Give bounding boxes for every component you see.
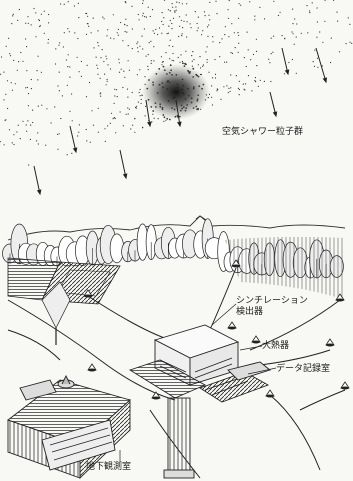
underground-observatory-label: 地下観測室 <box>86 462 132 472</box>
data-recording-room-label: データ記録室 <box>276 364 331 374</box>
underground-hall <box>7 374 131 480</box>
calorimeter-label: 大熱器 <box>262 341 290 351</box>
detector-cables <box>7 267 346 479</box>
underground-shaft <box>163 397 195 479</box>
left-farmland <box>7 257 121 345</box>
particle-trajectory-arrows <box>33 47 328 196</box>
distant-mountains <box>7 215 346 241</box>
scintillation-detector-label: シンチレーション検出器 <box>236 296 308 317</box>
air-shower-particles-label: 空気シャワー粒子群 <box>222 127 304 137</box>
shower-core <box>142 64 210 120</box>
hillside-forest <box>225 236 345 300</box>
label-leader-lines <box>119 303 277 462</box>
scintillation-detector-markers <box>83 259 350 400</box>
main-facility-building <box>128 324 271 403</box>
